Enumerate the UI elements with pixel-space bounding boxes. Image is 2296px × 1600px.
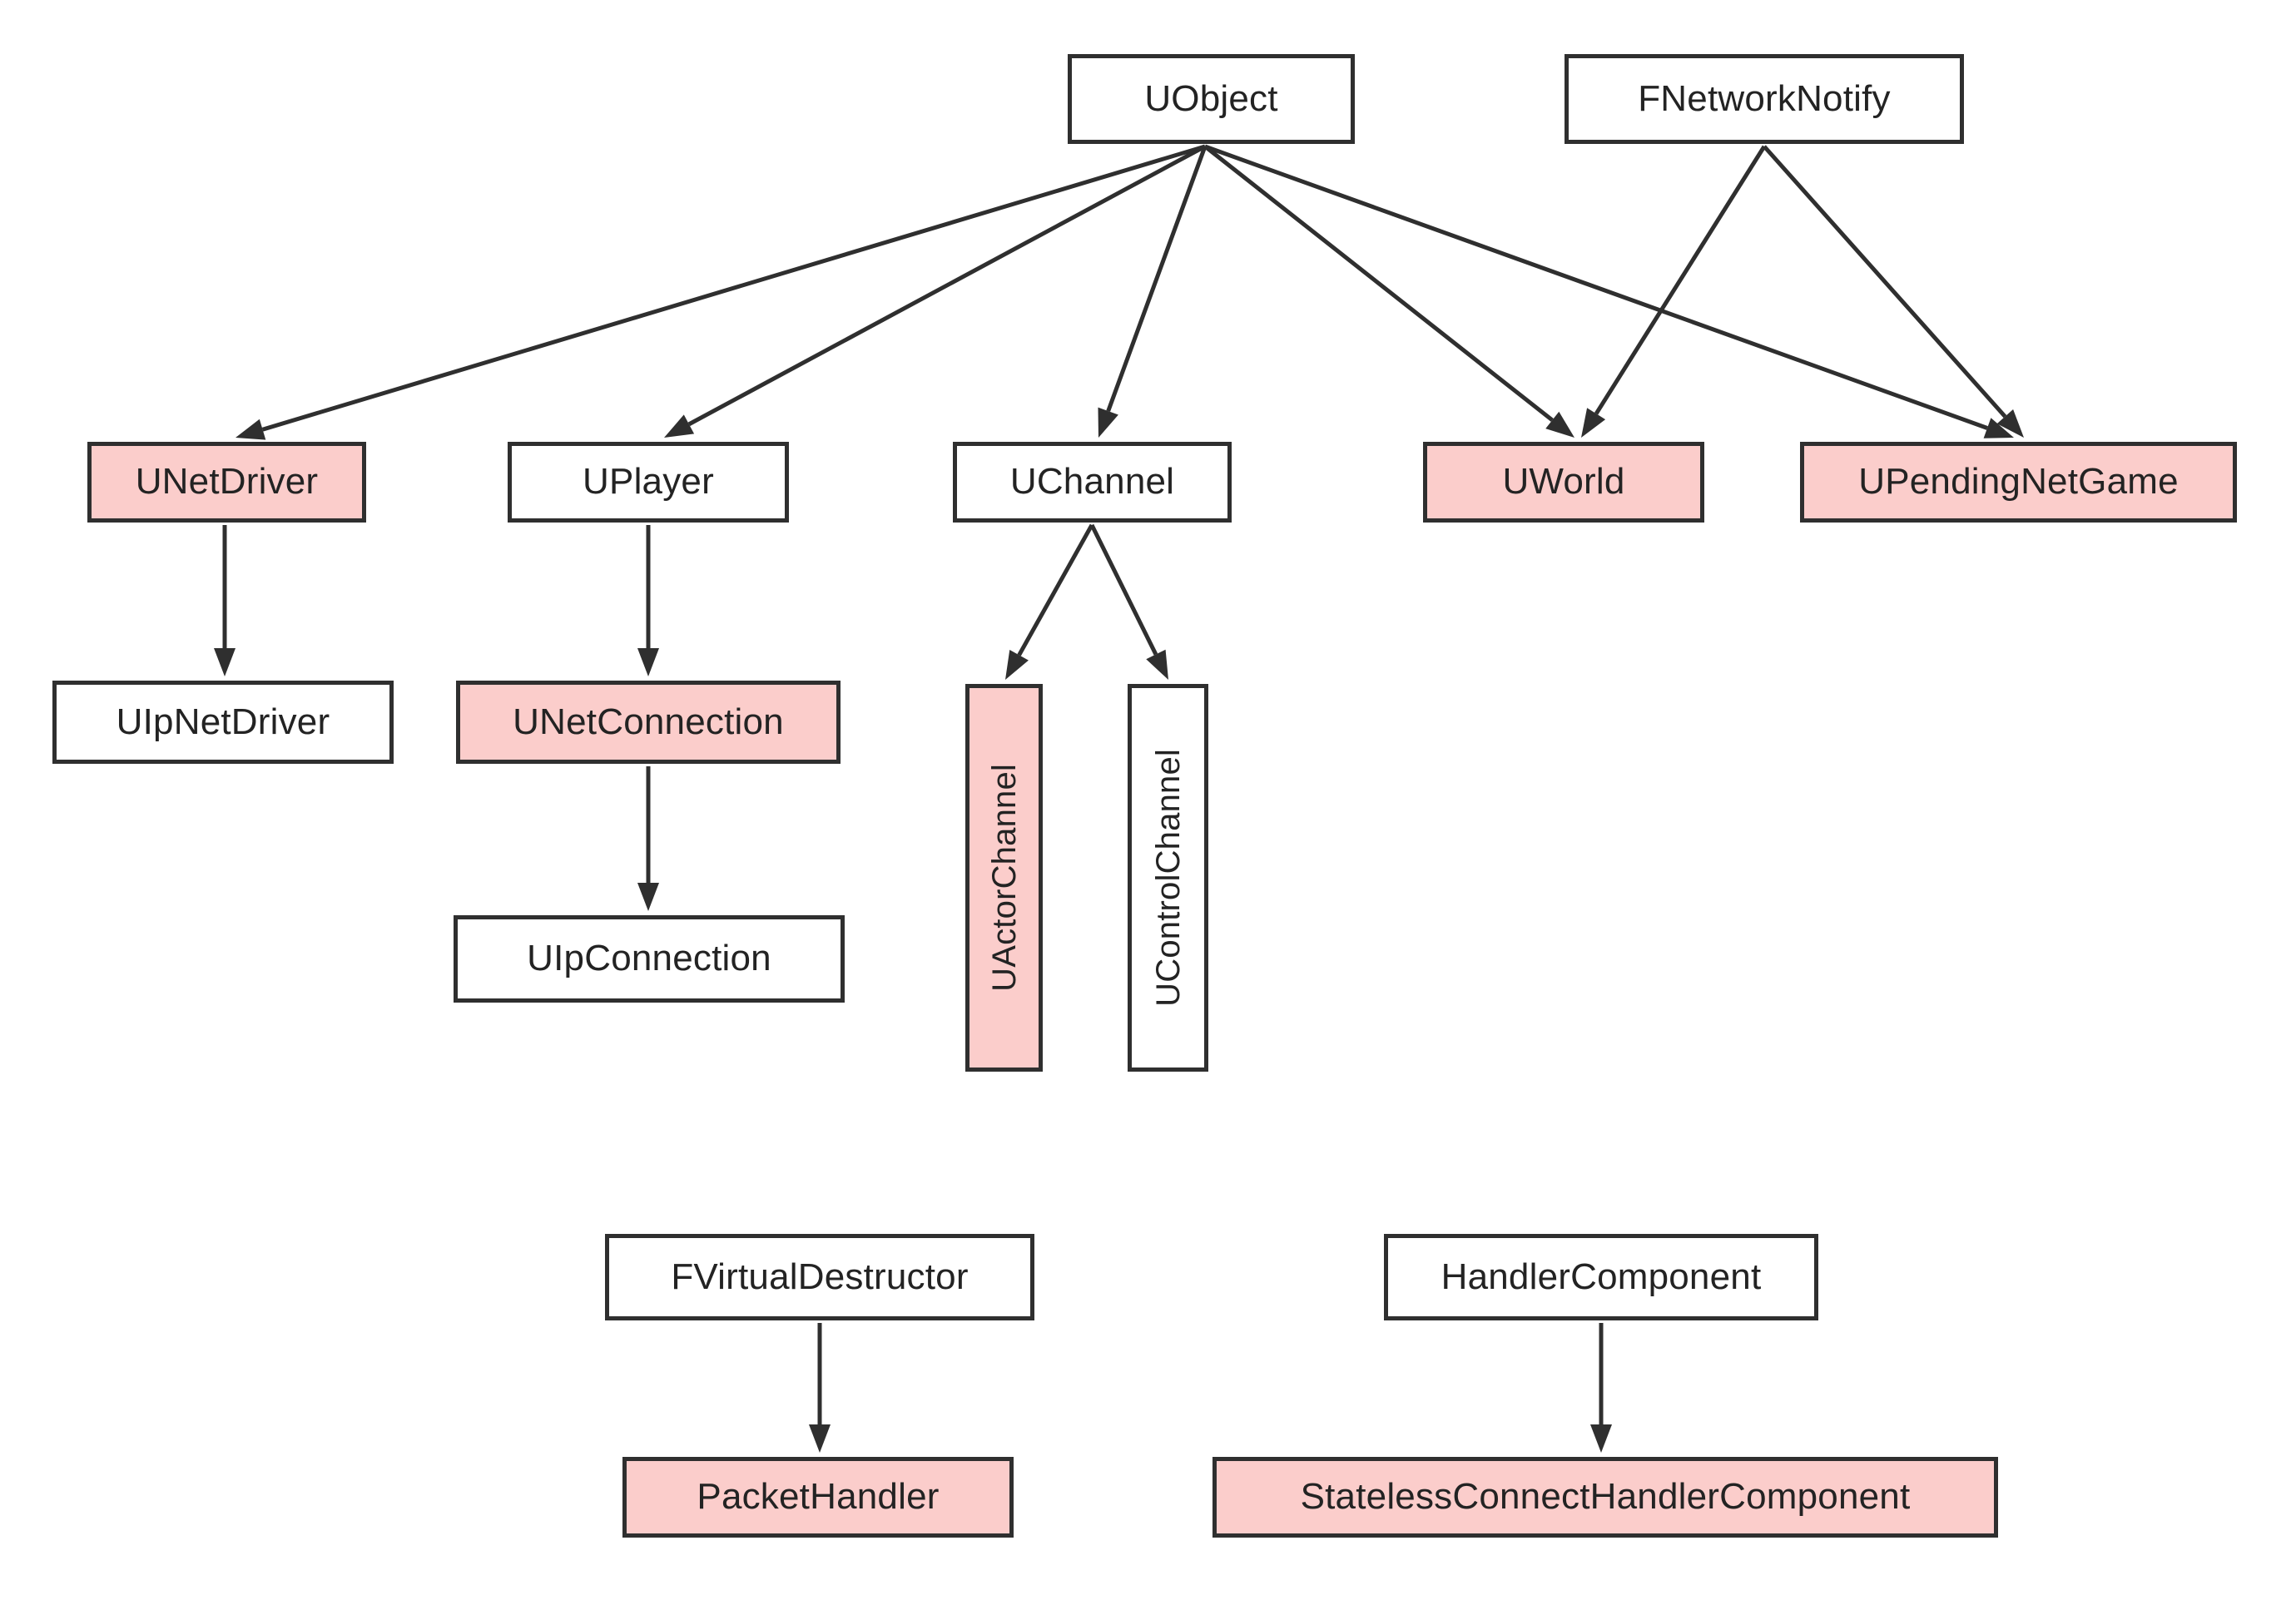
arrowhead-icon bbox=[637, 883, 659, 911]
edge-unetdriver-to-uipnetdriver bbox=[214, 525, 236, 676]
class-box-label: UNetDriver bbox=[135, 461, 319, 503]
class-box-handlercomponent: HandlerComponent bbox=[1384, 1234, 1818, 1320]
edge-line bbox=[1763, 145, 2007, 419]
arrowhead-icon bbox=[1098, 407, 1118, 438]
edge-fvirtualdestructor-to-packethandler bbox=[809, 1323, 831, 1453]
arrowhead-icon bbox=[1146, 649, 1168, 680]
class-box-label: FVirtualDestructor bbox=[671, 1256, 969, 1297]
arrowhead-icon bbox=[1545, 411, 1574, 438]
arrowhead-icon bbox=[1996, 409, 2024, 438]
edge-line bbox=[261, 144, 1206, 432]
edge-uobject-to-uworld bbox=[1203, 145, 1574, 438]
arrowhead-icon bbox=[1590, 1424, 1612, 1453]
class-box-label: HandlerComponent bbox=[1441, 1256, 1762, 1297]
class-box-fvirtualdestructor: FVirtualDestructor bbox=[605, 1234, 1034, 1320]
arrowhead-icon bbox=[1581, 408, 1606, 438]
class-box-unetconnection: UNetConnection bbox=[456, 681, 841, 764]
arrowhead-icon bbox=[664, 414, 695, 438]
class-box-label: UWorld bbox=[1502, 461, 1625, 503]
class-box-label: UChannel bbox=[1009, 461, 1175, 503]
edge-uobject-to-unetdriver bbox=[236, 144, 1206, 440]
class-box-uplayer: UPlayer bbox=[508, 442, 789, 523]
class-box-label: UPendingNetGame bbox=[1858, 461, 2179, 503]
edge-uplayer-to-unetconnection bbox=[637, 525, 659, 676]
edge-uobject-to-uchannel bbox=[1098, 146, 1208, 438]
edge-unetconnection-to-uipconnection bbox=[637, 766, 659, 911]
class-box-statelessconnect: StatelessConnectHandlerComponent bbox=[1212, 1457, 1998, 1538]
arrowhead-icon bbox=[809, 1424, 831, 1453]
class-box-uipconnection: UIpConnection bbox=[454, 915, 845, 1003]
edge-handlercomponent-to-statelessconnect bbox=[1590, 1323, 1612, 1453]
class-box-label: UIpConnection bbox=[527, 938, 771, 979]
arrowhead-icon bbox=[1983, 418, 2014, 438]
edge-fnetworknotify-to-upendingnetgame bbox=[1763, 145, 2024, 438]
edge-line bbox=[1204, 144, 1988, 430]
edge-line bbox=[1203, 145, 1554, 422]
class-box-uobject: UObject bbox=[1068, 54, 1355, 144]
edge-uobject-to-upendingnetgame bbox=[1204, 144, 2014, 438]
class-box-label: UNetConnection bbox=[513, 701, 784, 742]
edge-line bbox=[1017, 523, 1094, 656]
edge-uchannel-to-ucontrolchannel bbox=[1089, 523, 1168, 680]
class-box-label: UIpNetDriver bbox=[116, 701, 330, 742]
arrowhead-icon bbox=[637, 648, 659, 676]
edge-line bbox=[1594, 145, 1767, 415]
class-box-label: UActorChannel bbox=[985, 764, 1023, 992]
edge-uchannel-to-uactorchannel bbox=[1005, 523, 1094, 680]
class-box-uchannel: UChannel bbox=[953, 442, 1232, 523]
class-box-uworld: UWorld bbox=[1423, 442, 1704, 523]
edge-uobject-to-uplayer bbox=[664, 144, 1207, 438]
edge-line bbox=[1106, 146, 1208, 412]
class-box-label: UControlChannel bbox=[1149, 749, 1187, 1007]
class-box-fnetworknotify: FNetworkNotify bbox=[1565, 54, 1964, 144]
edge-line bbox=[1089, 523, 1158, 656]
class-box-uactorchannel: UActorChannel bbox=[965, 684, 1043, 1072]
class-box-label: FNetworkNotify bbox=[1638, 77, 1891, 119]
edge-fnetworknotify-to-uworld bbox=[1581, 145, 1767, 438]
arrowhead-icon bbox=[236, 419, 266, 440]
class-box-packethandler: PacketHandler bbox=[622, 1457, 1014, 1538]
edge-line bbox=[687, 144, 1207, 427]
class-box-unetdriver: UNetDriver bbox=[87, 442, 366, 523]
class-box-label: StatelessConnectHandlerComponent bbox=[1300, 1476, 1911, 1518]
class-box-uipnetdriver: UIpNetDriver bbox=[52, 681, 394, 764]
class-box-label: UObject bbox=[1144, 77, 1278, 119]
class-box-label: UPlayer bbox=[583, 461, 714, 503]
class-box-upendingnetgame: UPendingNetGame bbox=[1800, 442, 2237, 523]
arrowhead-icon bbox=[1005, 649, 1029, 680]
class-box-label: PacketHandler bbox=[697, 1476, 940, 1518]
class-box-ucontrolchannel: UControlChannel bbox=[1128, 684, 1208, 1072]
arrowhead-icon bbox=[214, 648, 236, 676]
